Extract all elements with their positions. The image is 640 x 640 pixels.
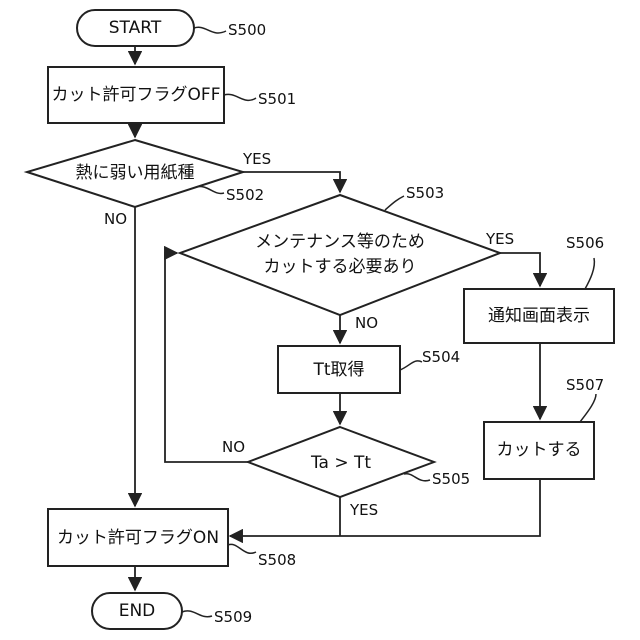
s500-leader [194,27,226,33]
start-label: START [109,18,162,38]
cut-flag-on-process: カット許可フラグON [48,509,228,566]
s501-step-label: S501 [258,90,296,108]
s502-leader [196,187,224,194]
cut-flag-off-label: カット許可フラグOFF [52,85,221,105]
cut-needed-label-line2: カットする必要あり [264,257,417,277]
s505-yes-label: YES [349,501,378,519]
cut-flag-on-label: カット許可フラグON [57,528,219,548]
s507-step-label: S507 [566,376,604,394]
cut-needed-decision: メンテナンス等のため カットする必要あり [180,195,500,315]
cut-process: カットする [484,422,594,479]
s508-leader [228,544,256,553]
cut-flag-off-process: カット許可フラグOFF [48,67,224,123]
start-terminal: START [77,10,194,46]
cut-needed-label-line1: メンテナンス等のため [255,232,425,252]
s502-step-label: S502 [226,186,264,204]
s504-leader [400,361,422,370]
heat-sensitive-paper-decision: 熱に弱い用紙種 [27,140,243,207]
s509-leader [182,611,212,617]
s507-leader [580,394,596,422]
s506-leader [585,258,594,289]
s506-step-label: S506 [566,234,604,252]
s503-yes-label: YES [485,230,514,248]
s503-leader [385,196,404,210]
s502-yes-label: YES [242,150,271,168]
compare-ta-tt-label: Ta > Tt [310,453,371,473]
s504-step-label: S504 [422,348,460,366]
heat-sensitive-paper-label: 熱に弱い用紙種 [76,163,195,183]
s502-no-label: NO [104,210,127,228]
end-terminal: END [92,593,182,629]
cut-label: カットする [497,440,582,460]
s503-step-label: S503 [406,184,444,202]
s508-step-label: S508 [258,551,296,569]
acquire-tt-label: Tt取得 [312,360,364,380]
s501-leader [224,94,256,100]
s505-leader [404,474,430,481]
acquire-tt-process: Tt取得 [278,346,400,393]
compare-ta-tt-decision: Ta > Tt [248,427,434,497]
s500-step-label: S500 [228,21,266,39]
s505-no-label: NO [222,438,245,456]
notify-screen-label: 通知画面表示 [488,306,590,326]
edge-s507-to-s508 [230,479,540,536]
edge-s503-yes [500,253,540,286]
edge-s505-no-loop [165,253,248,462]
s503-no-label: NO [355,314,378,332]
s509-step-label: S509 [214,608,252,626]
s505-step-label: S505 [432,470,470,488]
notify-screen-process: 通知画面表示 [464,289,614,343]
end-label: END [119,601,156,621]
